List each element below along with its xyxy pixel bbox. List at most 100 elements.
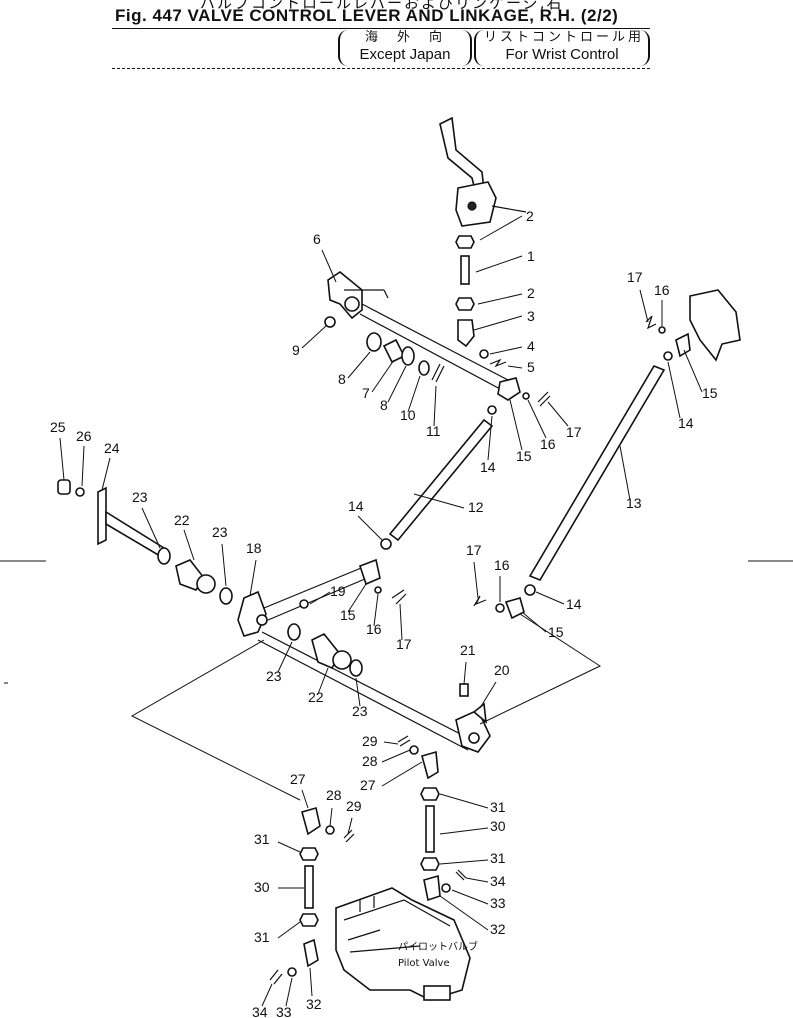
leader-line-c22b xyxy=(317,667,329,695)
leader-line-c9 xyxy=(301,325,327,349)
leader-line-c4 xyxy=(489,346,523,355)
except-japan-label: Except Japan xyxy=(359,46,451,63)
leader-line-c14a xyxy=(487,415,493,461)
callout-c29b: 29 xyxy=(346,798,362,814)
leader-line-c11 xyxy=(433,385,437,427)
leader-line-c33a xyxy=(451,889,489,905)
leader-line-c16c xyxy=(373,593,379,627)
leader-line-c3 xyxy=(473,315,523,331)
leader-line-c30a xyxy=(439,827,489,835)
leader-line-c34b xyxy=(261,983,273,1007)
callout-c2a: 2 xyxy=(526,208,534,224)
leader-line-c22a xyxy=(183,529,195,561)
wrist-control-box: リストコントロール用 For Wrist Control xyxy=(474,30,650,66)
callout-c6: 6 xyxy=(313,231,321,247)
callout-c27b: 27 xyxy=(290,771,306,787)
callout-c22a: 22 xyxy=(174,512,190,528)
callout-c16c: 16 xyxy=(366,621,382,637)
callout-c31c: 31 xyxy=(254,831,270,847)
rod-30-right xyxy=(397,735,467,902)
leader-line-c15b xyxy=(683,349,703,393)
callout-c15a: 15 xyxy=(516,448,532,464)
callout-c31b: 31 xyxy=(490,850,506,866)
leader-line-c18 xyxy=(249,559,257,597)
callout-c16b: 16 xyxy=(654,282,670,298)
callout-c3: 3 xyxy=(527,308,535,324)
leader-line-c31a xyxy=(439,793,489,809)
pilot-valve-label: Pilot Valve xyxy=(398,958,450,969)
callout-c32a: 32 xyxy=(490,921,506,937)
rod-12 xyxy=(380,377,551,550)
callout-c17b: 17 xyxy=(627,269,643,285)
callout-c2b: 2 xyxy=(527,285,535,301)
callout-c23d: 23 xyxy=(352,703,368,719)
leader-line-c14b xyxy=(667,361,681,419)
callout-c31d: 31 xyxy=(254,929,270,945)
callout-c20: 20 xyxy=(494,662,510,678)
except-japan-box: 海 外 向 Except Japan xyxy=(338,30,472,66)
pilot-valve-jp-label: パイロットバルブ xyxy=(398,940,478,953)
lower-bushings xyxy=(287,623,363,677)
lever-18 xyxy=(237,558,473,751)
callout-c33a: 33 xyxy=(490,895,506,911)
leader-line-c15c xyxy=(347,583,367,613)
leader-line-c15a xyxy=(509,399,523,451)
callout-c28b: 28 xyxy=(326,787,342,803)
leader-line-c23d xyxy=(355,677,361,707)
callout-c33b: 33 xyxy=(276,1004,292,1018)
leader-line-c6 xyxy=(321,249,337,283)
callout-c26: 26 xyxy=(76,428,92,444)
callout-c17c: 17 xyxy=(396,636,412,652)
leader-line-c33b xyxy=(285,977,293,1007)
leader-line-c8b xyxy=(387,365,407,403)
leader-line-c27b xyxy=(301,789,309,809)
callout-c13: 13 xyxy=(626,495,642,511)
leader-line-c2b xyxy=(477,293,523,305)
leader-line-c17d xyxy=(473,561,479,599)
leader-line-c29b xyxy=(347,817,353,835)
leader-line-c24 xyxy=(101,457,111,491)
except-japan-jp-label: 海 外 向 xyxy=(364,30,445,45)
callout-c34b: 34 xyxy=(252,1004,268,1018)
callout-c9: 9 xyxy=(292,342,300,358)
callout-c24: 24 xyxy=(104,440,120,456)
washer-pin-4-5 xyxy=(479,349,507,368)
leader-line-c28a xyxy=(381,749,411,763)
callout-c30a: 30 xyxy=(490,818,506,834)
leader-line-c21 xyxy=(463,661,467,685)
callout-c29a: 29 xyxy=(362,733,378,749)
callout-c28a: 28 xyxy=(362,753,378,769)
leader-line-c12 xyxy=(413,493,465,509)
phantom-lines xyxy=(130,613,602,801)
leader-line-c16a xyxy=(527,399,547,439)
header-underline xyxy=(112,68,650,69)
callout-c14d: 14 xyxy=(566,596,582,612)
callout-c14b: 14 xyxy=(678,415,694,431)
callout-c31a: 31 xyxy=(490,799,506,815)
leader-line-c20 xyxy=(479,681,497,709)
leader-line-c17b xyxy=(639,289,649,323)
figure-title: Fig. 447 VALVE CONTROL LEVER AND LINKAGE… xyxy=(115,6,619,25)
callout-c17d: 17 xyxy=(466,542,482,558)
leader-line-c8a xyxy=(347,351,371,379)
leader-line-c15d xyxy=(521,611,547,633)
callout-c15d: 15 xyxy=(548,624,564,640)
callout-c4: 4 xyxy=(527,338,535,354)
leader-line-c23c xyxy=(277,641,293,673)
leader-line-c7 xyxy=(371,359,395,393)
callout-c14a: 14 xyxy=(480,459,496,475)
callout-c18: 18 xyxy=(246,540,262,556)
callout-c23c: 23 xyxy=(266,668,282,684)
pilot-valve: パイロットバルブ Pilot Valve xyxy=(335,887,478,1001)
callout-c30b: 30 xyxy=(254,879,270,895)
control-lever xyxy=(439,116,527,227)
leader-line-c14d xyxy=(535,591,565,605)
lever-20 xyxy=(455,683,491,753)
callout-c34a: 34 xyxy=(490,873,506,889)
callout-c32b: 32 xyxy=(306,996,322,1012)
callout-c15c: 15 xyxy=(340,607,356,623)
callout-c1: 1 xyxy=(527,248,535,264)
rod-end-lower-right xyxy=(473,595,525,620)
callout-c15b: 15 xyxy=(702,385,718,401)
